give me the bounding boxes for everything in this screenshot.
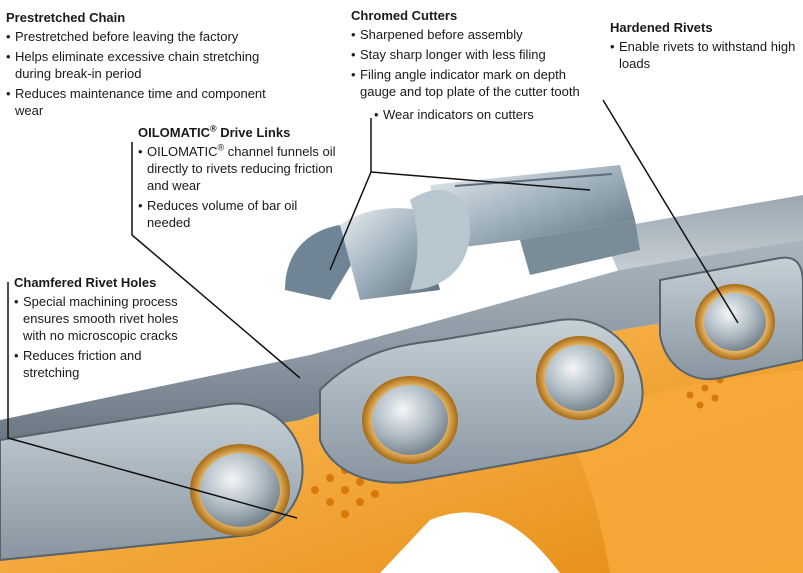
registered-mark: ® <box>217 142 225 153</box>
rivet-2 <box>362 376 458 464</box>
leader-lines <box>7 99 739 519</box>
chromed-cutter <box>285 165 640 300</box>
title-brand: OILOMATIC <box>138 125 210 140</box>
callout-bullet: Reduces volume of bar oil needed <box>138 197 338 231</box>
callout-title: Chamfered Rivet Holes <box>14 275 157 290</box>
rivet-1 <box>190 444 290 536</box>
leader-hardened <box>602 99 739 324</box>
callout-title: OILOMATIC® Drive Links <box>138 124 338 141</box>
callout-bullet: Stay sharp longer with less filing <box>351 46 599 63</box>
callout-chromed-cutters: Chromed Cutters Sharpened before assembl… <box>351 7 599 103</box>
registered-mark: ® <box>209 123 217 134</box>
callout-title: Prestretched Chain <box>6 10 126 25</box>
callout-bullet: Reduces friction and stretching <box>14 347 194 381</box>
callout-bullet: Helps eliminate excessive chain stretchi… <box>6 48 291 82</box>
leader-chromed-2 <box>370 171 591 191</box>
callout-bullet: Enable rivets to withstand high loads <box>610 38 800 72</box>
rivets <box>190 284 775 536</box>
callout-title: Hardened Rivets <box>610 20 713 35</box>
leader-oilomatic <box>131 142 301 379</box>
callout-hardened-rivets: Hardened Rivets Enable rivets to withsta… <box>610 19 800 75</box>
callout-bullet: Wear indicators on cutters <box>374 106 574 123</box>
callout-bullet: OILOMATIC® channel funnels oil directly … <box>138 143 338 194</box>
callout-bullet: Sharpened before assembly <box>351 26 599 43</box>
callout-oilomatic-drive-links: OILOMATIC® Drive Links OILOMATIC® channe… <box>138 124 338 234</box>
callout-prestretched-chain: Prestretched Chain Prestretched before l… <box>6 9 291 122</box>
rivet-4 <box>695 284 775 360</box>
title-rest: Drive Links <box>216 125 291 140</box>
callout-bullet: Prestretched before leaving the factory <box>6 28 291 45</box>
bullet-brand: OILOMATIC <box>147 144 218 159</box>
callout-chamfered-rivet-holes: Chamfered Rivet Holes Special machining … <box>14 274 194 384</box>
leader-chamfered <box>7 282 298 519</box>
callout-bullet: Reduces maintenance time and component w… <box>6 85 291 119</box>
callout-wear-indicators: Wear indicators on cutters <box>374 106 574 126</box>
rivet-3 <box>536 336 624 420</box>
callout-bullet: Special machining process ensures smooth… <box>14 293 194 344</box>
bullet-rest: channel funnels oil directly to rivets r… <box>147 144 336 193</box>
callout-title: Chromed Cutters <box>351 8 458 23</box>
callout-bullet: Filing angle indicator mark on depth gau… <box>351 66 599 100</box>
guide-bar <box>600 195 803 275</box>
